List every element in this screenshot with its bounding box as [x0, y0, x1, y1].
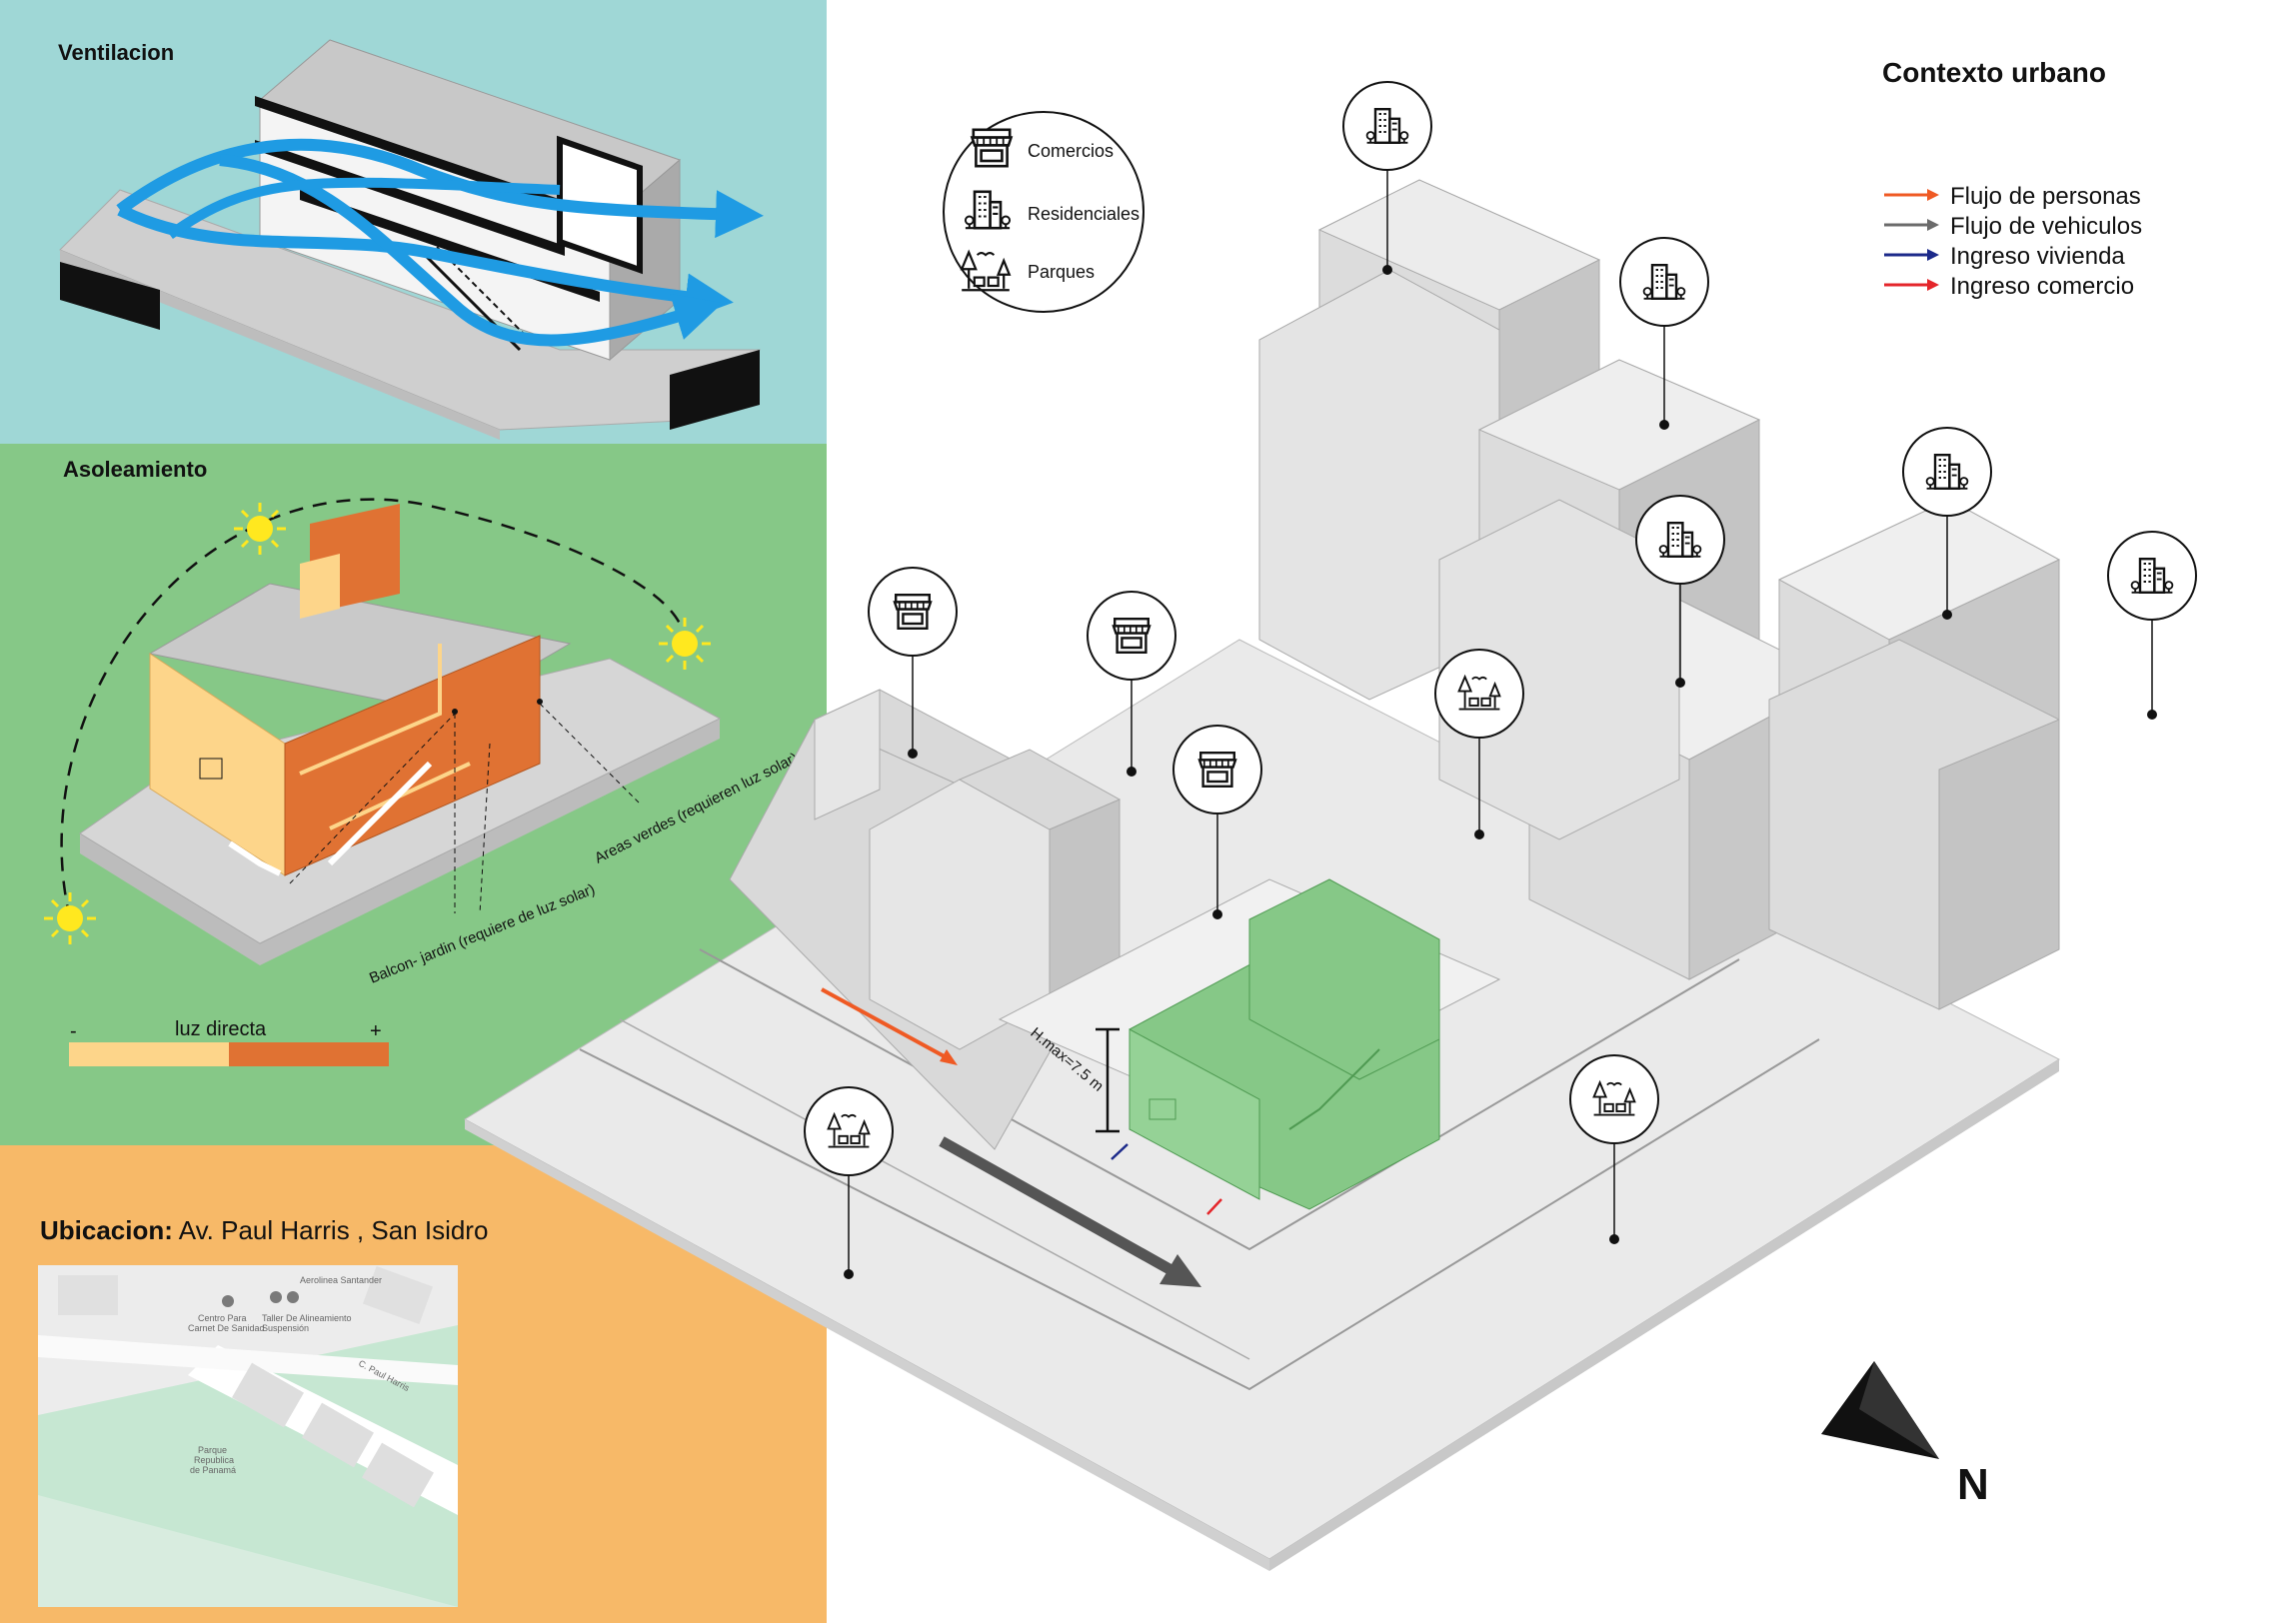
- legend-parques: Parques: [1028, 262, 1095, 282]
- map-pin-icon[interactable]: [270, 1291, 282, 1303]
- store-icon: [971, 128, 1013, 168]
- legend-flujo-personas: Flujo de personas: [1950, 183, 2141, 210]
- light-scale-low: [69, 1042, 229, 1066]
- map-graphic: Aerolinea Santander Centro Para Carnet D…: [38, 1265, 458, 1607]
- light-scale-high: [229, 1042, 389, 1066]
- pin-parque-2: [804, 1086, 894, 1279]
- pin-comercio-3: [1172, 725, 1262, 919]
- north-label: N: [1957, 1460, 1989, 1509]
- pin-residencial-4: [1635, 495, 1725, 688]
- legend-comercios: Comercios: [1028, 141, 1114, 161]
- sunlight-diagram: Balcon- jardin (requiere de luz solar) A…: [42, 498, 801, 1066]
- map-label-aerolinea: Aerolinea Santander: [300, 1275, 382, 1285]
- map-label-taller-2: Suspensión: [262, 1323, 309, 1333]
- pin-comercio-2: [1087, 591, 1176, 777]
- ubicacion-title-bold: Ubicacion:: [40, 1215, 173, 1245]
- flow-legend: Flujo de personas Flujo de vehiculos Ing…: [1884, 183, 2142, 300]
- block-group-north: [1258, 179, 2061, 1010]
- pin-residencial-2: [1619, 237, 1709, 430]
- map-label-parque-2: Republica: [194, 1455, 234, 1465]
- ventilation-axonometric-diagram: [59, 39, 764, 440]
- block-group-west: [729, 689, 1122, 1150]
- pedestrian-flow-arrow: [821, 987, 958, 1065]
- pin-residencial-1: [1342, 81, 1432, 275]
- north-arrow-icon: N: [1821, 1361, 1989, 1509]
- map-pin-icon[interactable]: [222, 1295, 234, 1307]
- legend-flujo-vehiculos: Flujo de vehiculos: [1950, 213, 2142, 240]
- light-scale-min: -: [70, 1020, 77, 1042]
- map-label-taller-1: Taller De Alineamiento: [262, 1313, 352, 1323]
- map-label-centro-1: Centro Para: [198, 1313, 247, 1323]
- home-entry-arrow: [1111, 1143, 1129, 1160]
- legend-ingreso-vivienda: Ingreso vivienda: [1950, 243, 2125, 270]
- store-icon: [1112, 618, 1151, 654]
- light-scale-max: +: [370, 1020, 382, 1042]
- pin-comercio-1: [868, 567, 958, 759]
- ubicacion-title: Ubicacion: Av. Paul Harris , San Isidro: [40, 1215, 488, 1246]
- map-label-parque-1: Parque: [198, 1445, 227, 1455]
- map-label-parque-3: de Panamá: [190, 1465, 236, 1475]
- legend-ingreso-comercio: Ingreso comercio: [1950, 273, 2134, 300]
- store-icon: [1197, 752, 1237, 788]
- site-building: [998, 878, 1501, 1210]
- ventilacion-panel: Ventilacion: [0, 0, 827, 444]
- icon-legend: Comercios Residenciales Parques: [943, 111, 1145, 313]
- pin-parque-3: [1569, 1054, 1659, 1244]
- vehicle-flow-arrow: [939, 1136, 1201, 1287]
- location-map[interactable]: Aerolinea Santander Centro Para Carnet D…: [38, 1265, 458, 1607]
- legend-residenciales: Residenciales: [1028, 204, 1140, 224]
- map-pin-icon[interactable]: [287, 1291, 299, 1303]
- ventilacion-title: Ventilacion: [58, 40, 175, 65]
- contexto-title: Contexto urbano: [1882, 57, 2106, 88]
- pin-residencial-3: [1902, 427, 1992, 620]
- pin-parque-1: [1434, 649, 1524, 839]
- shop-entry-arrow: [1206, 1198, 1222, 1215]
- ubicacion-address: Av. Paul Harris , San Isidro: [172, 1215, 489, 1245]
- light-scale-label: luz directa: [175, 1018, 267, 1040]
- store-icon: [893, 594, 933, 630]
- pin-residencial-5: [2107, 531, 2197, 720]
- asoleamiento-title: Asoleamiento: [63, 457, 208, 482]
- map-label-centro-2: Carnet De Sanidad: [188, 1323, 265, 1333]
